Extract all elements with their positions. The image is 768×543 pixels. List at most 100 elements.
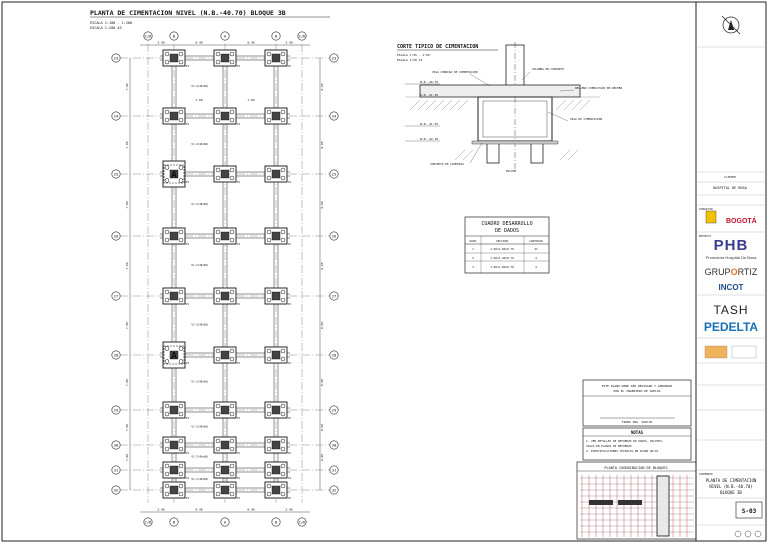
pile (178, 297, 184, 303)
axis-label: 29 (332, 407, 337, 412)
pile (229, 356, 235, 362)
column (220, 169, 230, 179)
pile-cap-label: P1 (288, 361, 292, 365)
pile (215, 356, 221, 362)
consultor-label: CONSULTOR (699, 207, 713, 211)
section-pile-left (486, 140, 500, 164)
pile (215, 297, 221, 303)
pile (280, 356, 286, 362)
section-lean-concrete (471, 140, 559, 145)
section-scale-2: ESCALA 1:50 A3 (397, 58, 422, 62)
axis-bubble (329, 440, 339, 450)
dimension-label: 8.40 (247, 508, 254, 512)
axis-bubble (329, 53, 339, 63)
column (220, 465, 230, 475)
logo-gruportiz-part: RTIZ (737, 267, 758, 277)
dados-cell: 21 (534, 247, 538, 251)
axis-label: 32 (332, 487, 337, 492)
pile (229, 237, 235, 243)
pile-cap-label: P1 (237, 416, 241, 420)
axis-label: 28 (332, 352, 337, 357)
column (220, 231, 230, 241)
column (220, 405, 230, 415)
pile (178, 403, 184, 409)
axis-bubble (143, 31, 153, 41)
plano-line-1: PLANTA DE CIMENTACION (706, 478, 757, 483)
column (271, 440, 281, 450)
pile (229, 229, 235, 235)
axis-bubble (329, 291, 339, 301)
axis-bubble (297, 517, 307, 527)
axis-label: C/D (145, 33, 153, 38)
column (220, 440, 230, 450)
pile-cap-label: P1 (237, 180, 241, 184)
detail-callout (163, 345, 185, 365)
pile (266, 297, 272, 303)
pile (215, 491, 221, 497)
title-block: CLIENTE HOSPITAL DE BOSA CONSULTOR PROYE… (696, 15, 766, 538)
axis-label: 25 (332, 171, 337, 176)
dados-col-header: DADO (470, 239, 477, 243)
axis-bubble (329, 485, 339, 495)
column (220, 291, 230, 301)
partner-logo-icon (704, 345, 728, 359)
pile (164, 463, 170, 469)
axis-label: 25 (114, 171, 119, 176)
pile (229, 411, 235, 417)
plan-title: PLANTA DE CIMENTACION NIVEL (N.B.-40.70)… (90, 9, 286, 17)
dimension-label: 7.80 (125, 379, 129, 386)
logo-gruportiz-part: O (730, 267, 738, 277)
detail-callout-letter: A (171, 351, 177, 362)
dimension-label: 2.40 (285, 508, 292, 512)
axis-label: B (275, 33, 278, 38)
section-level-3: N.B.-41.55 (420, 122, 438, 126)
pile (215, 109, 221, 115)
dimension-label: 7.60 (195, 98, 202, 102)
pile (164, 403, 170, 409)
axis-label: 31 (114, 467, 119, 472)
pile (266, 491, 272, 497)
column (220, 111, 230, 121)
pile (215, 348, 221, 354)
axis-label: 30 (114, 442, 119, 447)
pile (178, 446, 184, 452)
dimension-label: 9.00 (320, 424, 324, 431)
axis-label: 30 (332, 442, 337, 447)
pile (280, 403, 286, 409)
notes-item-2: VIGAS EN PLANOS DE REFUERZO (586, 444, 632, 448)
axis-bubble (169, 517, 179, 527)
pile (229, 167, 235, 173)
pile (229, 51, 235, 57)
dimension-label: 7.60 (247, 98, 254, 102)
pile (178, 359, 184, 364)
pile-cap-label: P1 (186, 476, 190, 480)
section-levels: N.B.-40.70 N.B.-41.30 N.B.-41.55 N.B.-42… (405, 80, 440, 142)
dados-cell: 1 (472, 247, 474, 251)
keyplan-highlight (656, 475, 670, 537)
pile (266, 59, 272, 65)
column (169, 485, 179, 495)
plan-scale-2: ESCALA 1:200 A3 (90, 26, 122, 30)
axis-bubble (329, 350, 339, 360)
pile (266, 175, 272, 181)
axis-bubble (111, 350, 121, 360)
axis-label: 27 (114, 293, 119, 298)
axis-bubble (111, 111, 121, 121)
axis-label: C/D (299, 33, 307, 38)
pile-cap-label: P1 (288, 496, 292, 500)
pile (164, 297, 170, 303)
column (271, 485, 281, 495)
pile-cap-label: P1 (288, 122, 292, 126)
approval-signature: FIRMA ING. SUELOS (622, 420, 653, 424)
plano-line-3: BLOQUE 3B (720, 490, 742, 495)
pile (164, 359, 170, 364)
pile (178, 229, 184, 235)
pile (164, 483, 170, 489)
pile (178, 471, 184, 477)
dados-cell: 4 (535, 265, 537, 269)
pile (280, 175, 286, 181)
pile (266, 463, 272, 469)
pile-cap-label: P1 (186, 451, 190, 455)
pile-cap-label: P1 (288, 416, 292, 420)
